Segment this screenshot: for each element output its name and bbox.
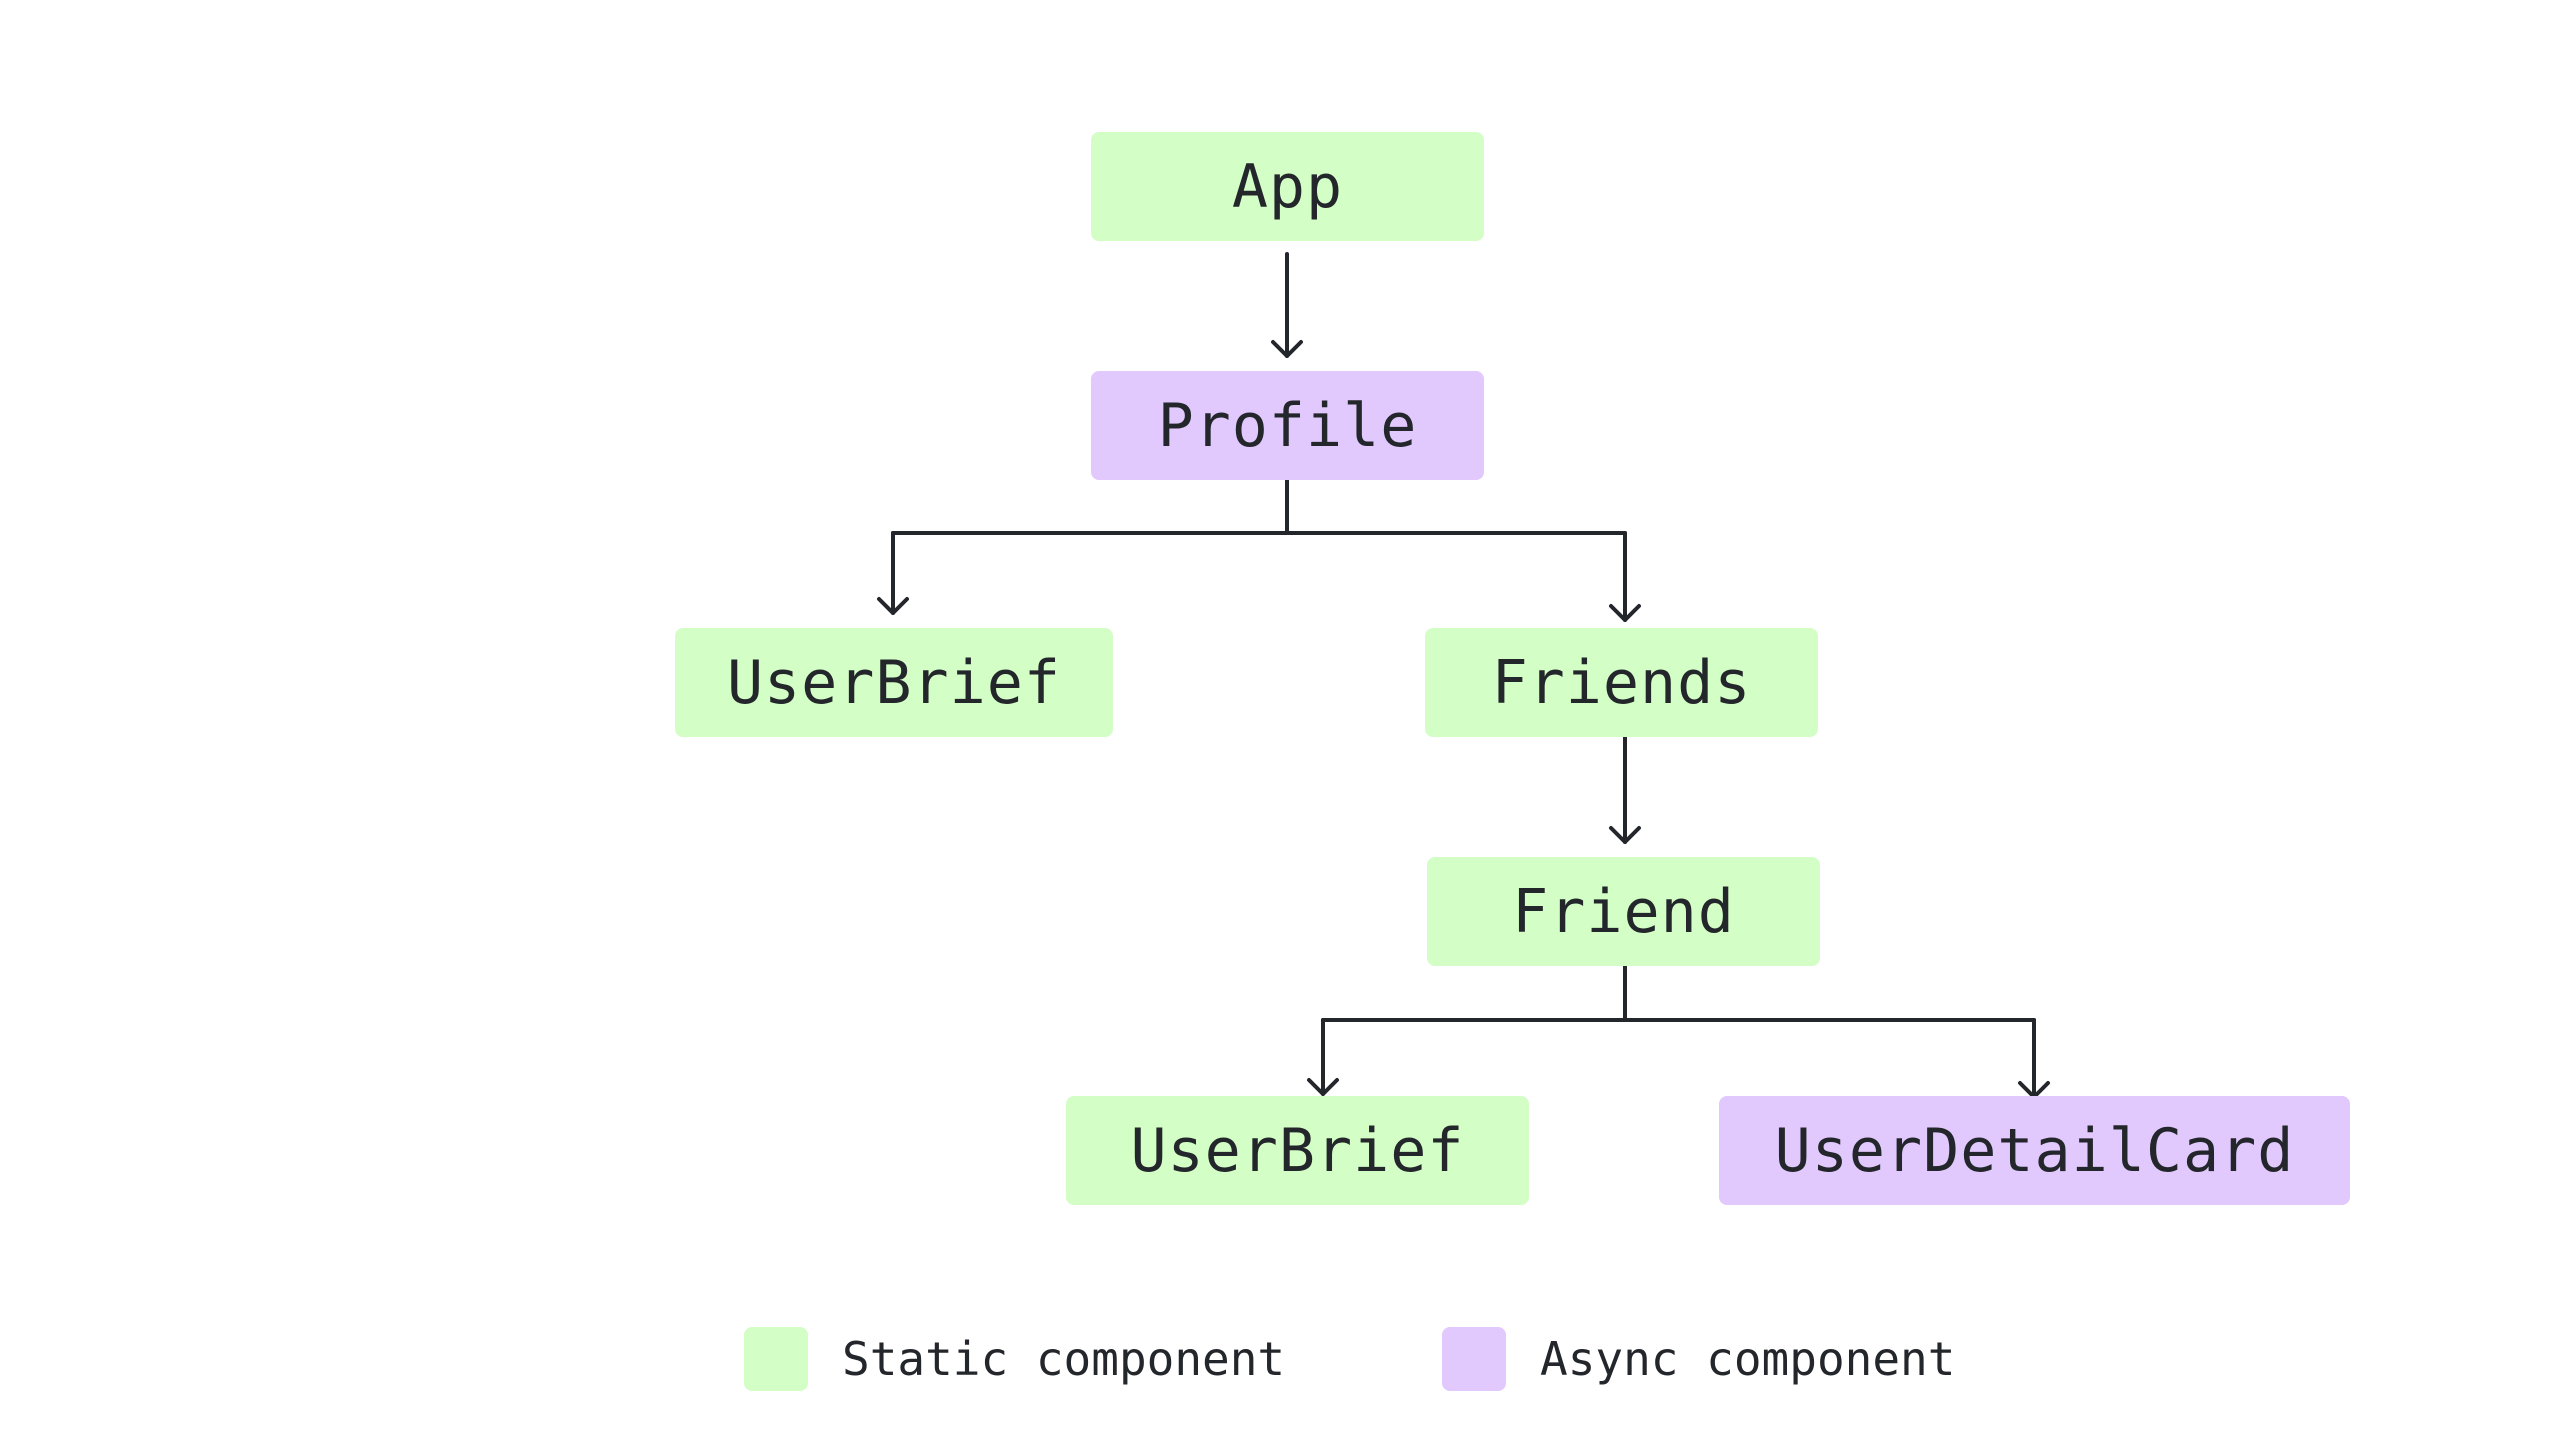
node-app: App xyxy=(1091,132,1484,241)
node-label: UserBrief xyxy=(726,647,1062,718)
node-userbrief: UserBrief xyxy=(1066,1096,1529,1205)
node-label: UserDetailCard xyxy=(1774,1115,2295,1186)
node-label: App xyxy=(1231,151,1344,222)
edge-friend-children xyxy=(1307,964,2050,1099)
legend-item-async: Async component xyxy=(1442,1327,1955,1391)
edge-profile-children xyxy=(877,478,1641,622)
node-label: Profile xyxy=(1157,390,1418,461)
node-label: UserBrief xyxy=(1130,1115,1465,1186)
node-userbrief: UserBrief xyxy=(675,628,1113,737)
node-label: Friends xyxy=(1491,647,1752,718)
legend-label-static: Static component xyxy=(842,1332,1286,1386)
legend-label-async: Async component xyxy=(1540,1332,1956,1386)
node-profile: Profile xyxy=(1091,371,1484,480)
node-friends: Friends xyxy=(1425,628,1818,737)
legend-swatch-static xyxy=(744,1327,808,1391)
legend-swatch-async xyxy=(1442,1327,1506,1391)
edge-friends-friend xyxy=(1609,735,1641,844)
legend-item-static: Static component xyxy=(744,1327,1285,1391)
node-friend: Friend xyxy=(1427,857,1820,966)
node-userdetailcard: UserDetailCard xyxy=(1719,1096,2350,1205)
node-label: Friend xyxy=(1512,876,1735,947)
edge-app-profile xyxy=(1271,252,1303,358)
